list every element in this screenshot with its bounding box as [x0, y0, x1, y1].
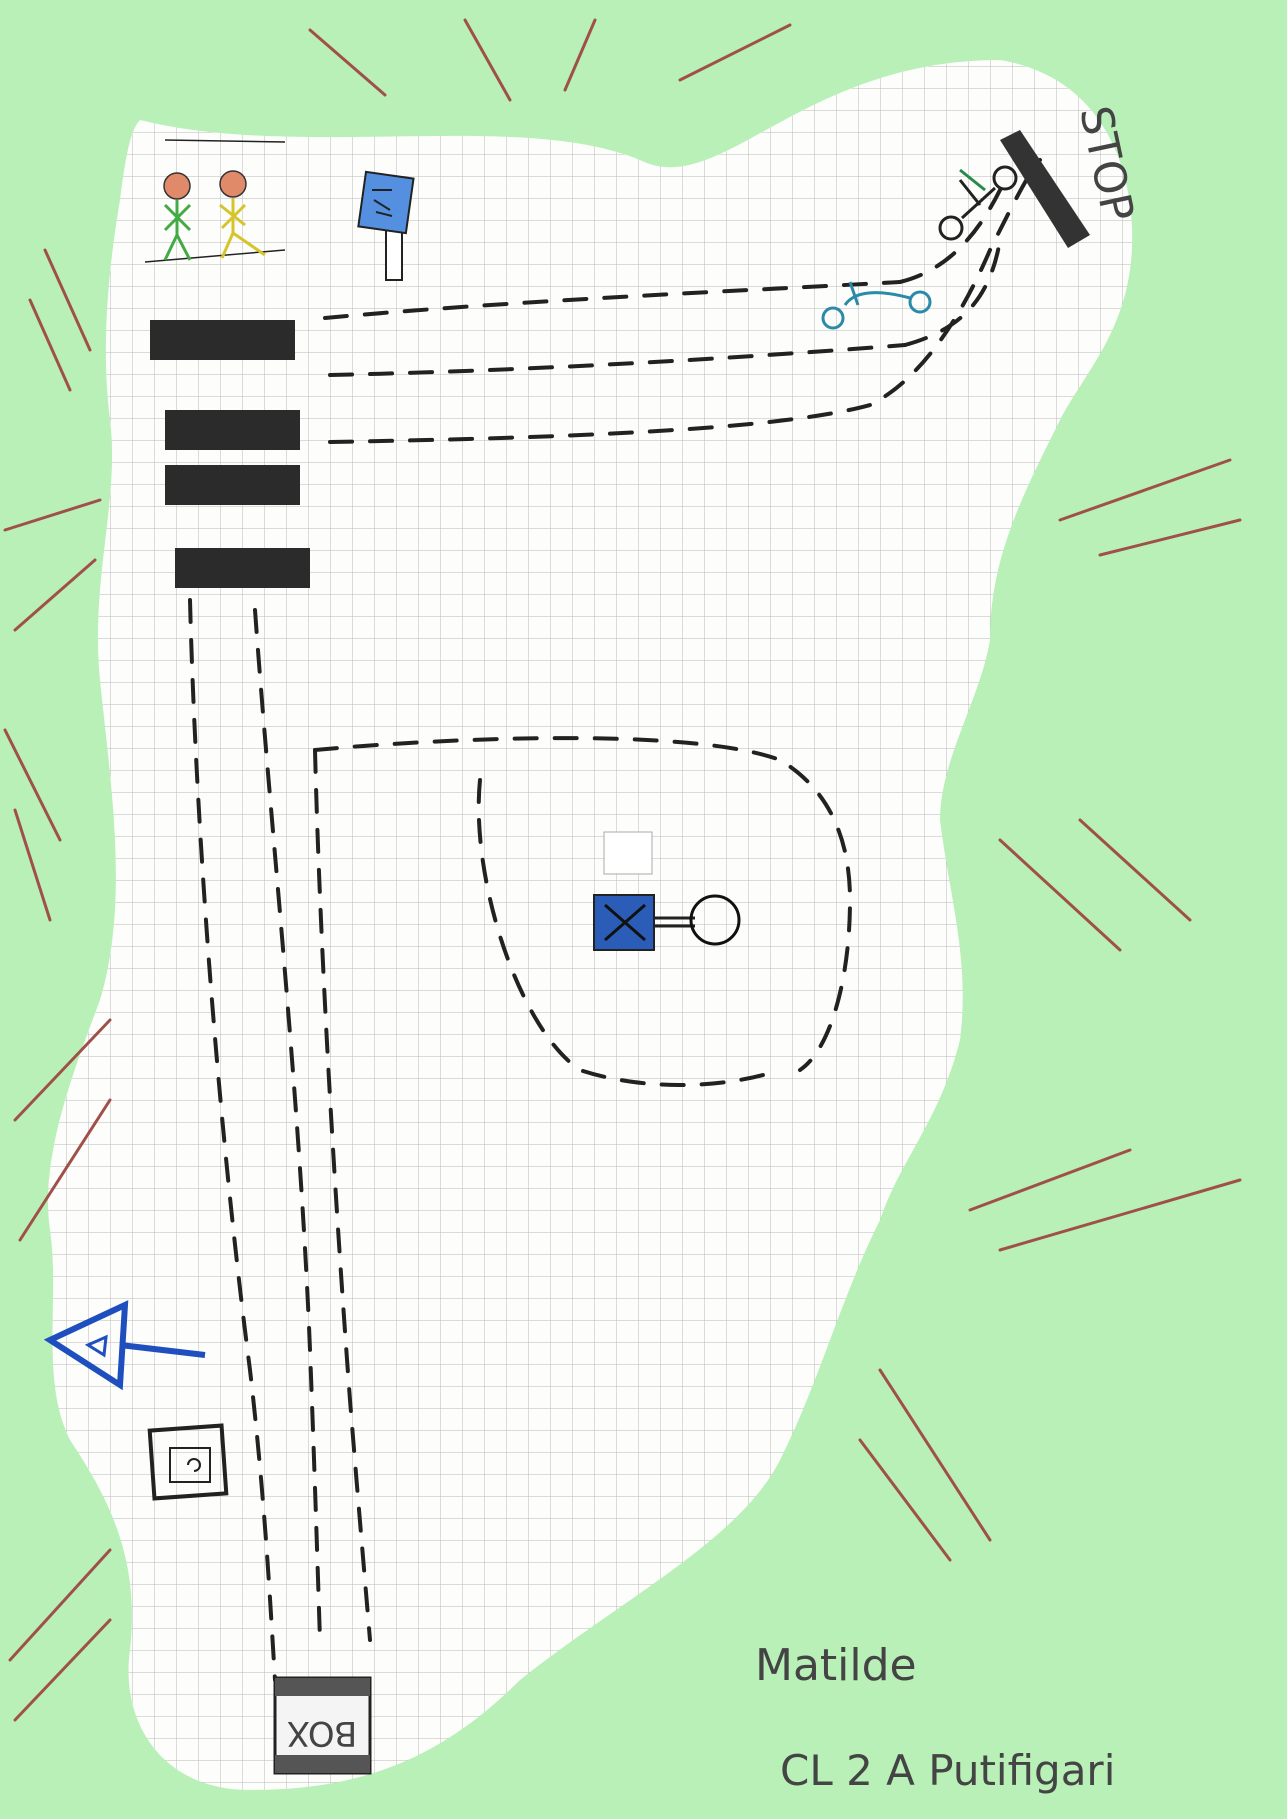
stop-line — [1000, 130, 1090, 248]
road-left-lane-2 — [253, 608, 322, 1642]
box-text: BOX — [287, 1713, 358, 1753]
bicycle-blue — [821, 281, 932, 330]
circle-marker — [689, 894, 741, 946]
road-loop-outer-bottom — [476, 778, 782, 1087]
road-loop-outer-top — [313, 736, 853, 1072]
crosswalk-stripe — [165, 465, 300, 505]
square-sign — [147, 1423, 229, 1501]
road-lane-bottom — [328, 158, 1042, 444]
pedestrian-crossing-sign — [357, 170, 415, 281]
give-way-sign — [43, 1300, 206, 1391]
central-sign — [593, 831, 741, 951]
central-sign-faded — [603, 831, 653, 875]
signature-class: CL 2 A Putifigari — [780, 1746, 1115, 1795]
signature-name: Matilde — [755, 1640, 917, 1691]
pedestrian-yellow — [219, 170, 266, 259]
road-left-lane-1 — [188, 598, 277, 1682]
box-top-bar — [275, 1678, 370, 1696]
central-sign-cross — [604, 903, 646, 942]
pedestrian-green — [163, 172, 192, 261]
box-area: BOX — [273, 1676, 372, 1775]
crosswalk — [150, 320, 310, 588]
road-lane-middle-curve — [903, 238, 1002, 347]
crosswalk-stripe — [150, 320, 295, 360]
road-left-lane-3 — [313, 748, 372, 1642]
road-paths — [188, 158, 1042, 1682]
crosswalk-stripe — [165, 410, 300, 450]
box-bottom-bar — [275, 1755, 370, 1773]
crosswalk-stripe — [175, 548, 310, 588]
bicycle-dark — [938, 165, 1018, 241]
give-way-pole — [119, 1342, 206, 1358]
grass-strokes — [3, 18, 1242, 1722]
road-lane-top-curve — [898, 188, 1002, 284]
road-lane-middle — [328, 343, 907, 377]
road-lane-top — [323, 280, 902, 320]
pedestrians — [144, 139, 286, 263]
